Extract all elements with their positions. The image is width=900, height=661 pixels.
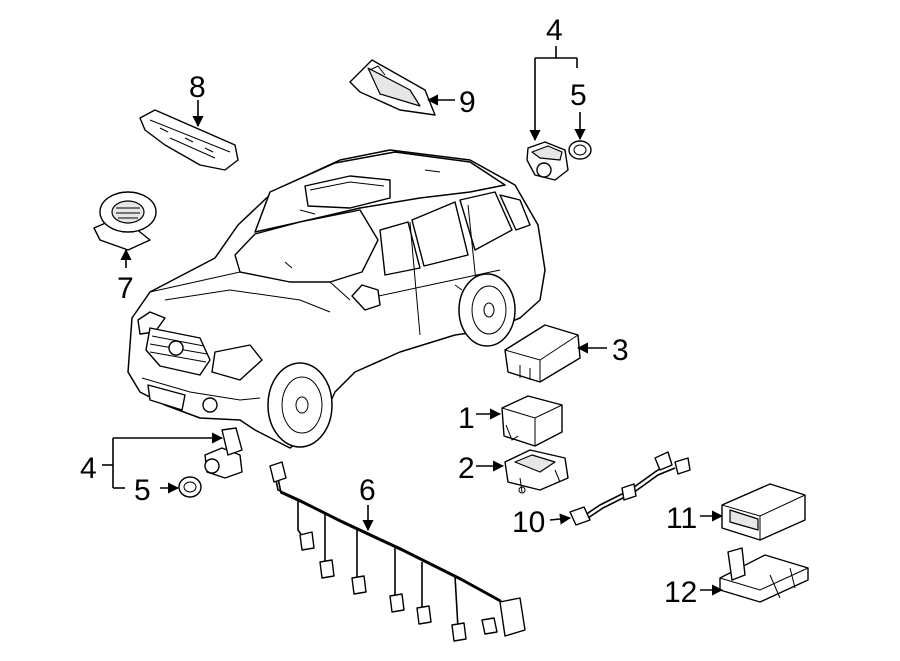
callout-10: 10 (512, 506, 545, 539)
callout-3: 3 (612, 334, 629, 367)
part-4-sensor-bottom (102, 427, 243, 489)
part-11-receiver (700, 483, 806, 541)
part-1-module (476, 395, 563, 447)
callout-4-bottom: 4 (80, 452, 97, 485)
callout-7: 7 (117, 272, 134, 305)
part-8-bracket (139, 100, 239, 171)
vehicle-illustration (127, 149, 546, 449)
part-9-module (349, 59, 455, 116)
callout-11: 11 (666, 502, 697, 535)
part-7-speaker (93, 191, 157, 268)
part-10-cable (549, 451, 691, 526)
part-5-ring-bottom (160, 476, 202, 498)
part-2-bracket (476, 449, 569, 494)
callout-4-top: 4 (546, 14, 563, 47)
part-6-wiring-harness (269, 461, 526, 642)
part-4-sensor-top (526, 46, 578, 181)
callout-5-bottom: 5 (134, 474, 151, 507)
callout-6: 6 (359, 474, 376, 507)
callout-1: 1 (458, 402, 475, 435)
callout-9: 9 (459, 86, 476, 119)
callout-2: 2 (458, 452, 475, 485)
part-5-ring-top (568, 112, 592, 160)
part-3-control-module (504, 324, 607, 383)
callout-12: 12 (664, 576, 697, 609)
part-12-mount-bracket (700, 547, 809, 603)
callout-5-top: 5 (570, 79, 587, 112)
callout-8: 8 (189, 71, 206, 104)
